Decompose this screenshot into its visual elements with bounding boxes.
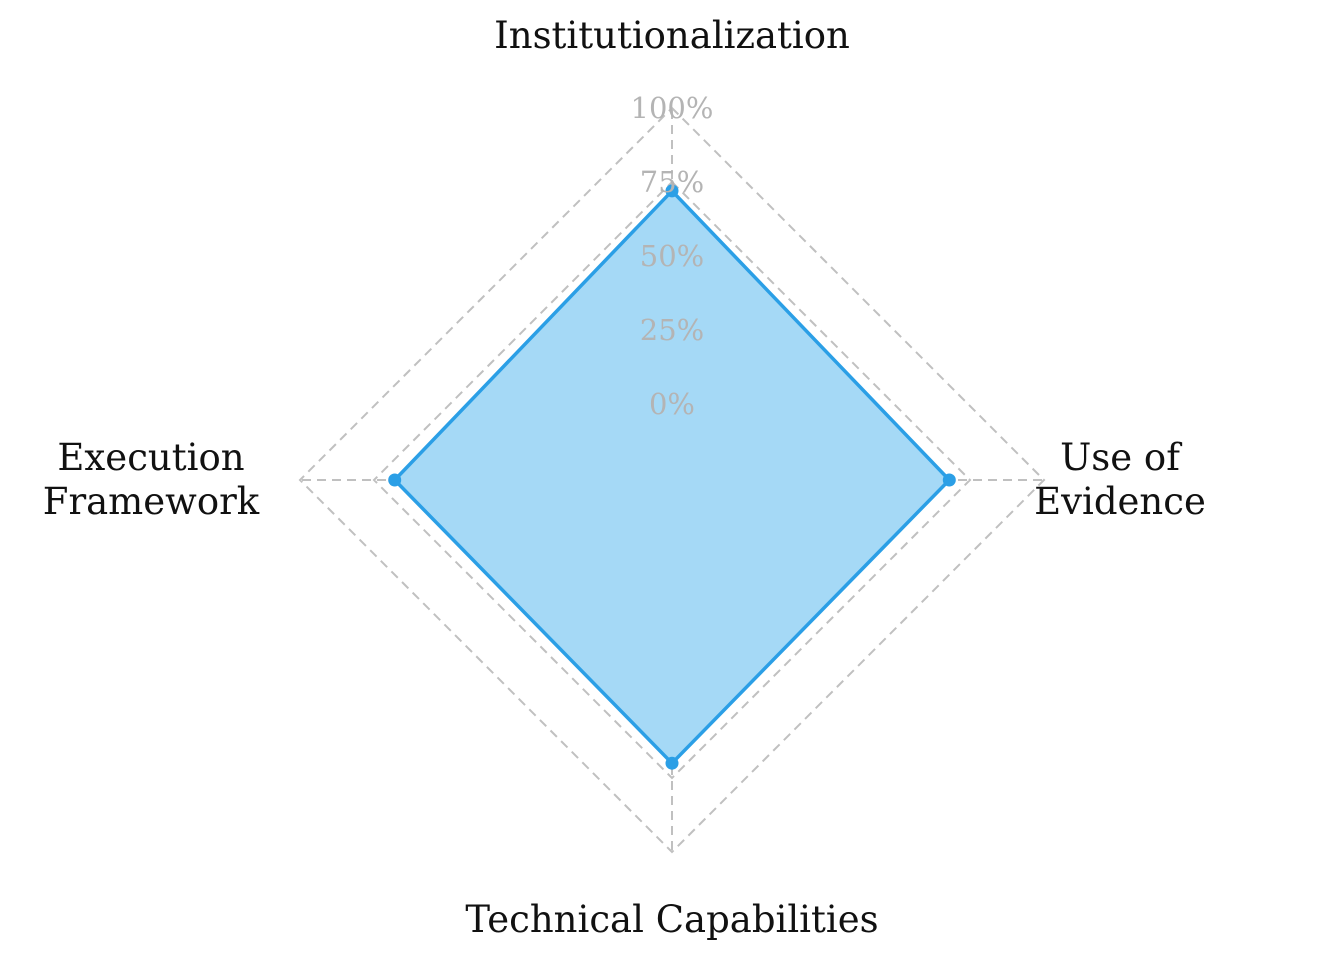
grid-ring-100	[298, 106, 1046, 854]
data-point	[665, 184, 679, 198]
tick-label: 75%	[640, 165, 704, 199]
axis-label-line: Technical Capabilities	[465, 898, 878, 941]
axis-label: Technical Capabilities	[465, 898, 878, 941]
axis-label-line: Institutionalization	[494, 14, 850, 57]
axis-label-line: Framework	[43, 480, 260, 523]
tick-label-layer: 0% 25% 50% 75% 100%	[631, 91, 714, 421]
series-area	[392, 189, 952, 765]
data-point	[942, 473, 956, 487]
tick-label: 100%	[631, 91, 714, 125]
axis-label-line: Use of	[1060, 436, 1182, 479]
tick-label: 0%	[649, 387, 695, 421]
axis-label-line: Execution	[57, 436, 244, 479]
grid-ring-75	[372, 180, 972, 780]
tick-label: 25%	[640, 313, 704, 347]
data-point	[665, 756, 679, 770]
axis-label: Institutionalization	[494, 14, 850, 57]
axis-label-line: Evidence	[1034, 480, 1206, 523]
data-point	[388, 473, 402, 487]
tick-label: 50%	[640, 239, 704, 273]
series-layer	[388, 184, 956, 770]
